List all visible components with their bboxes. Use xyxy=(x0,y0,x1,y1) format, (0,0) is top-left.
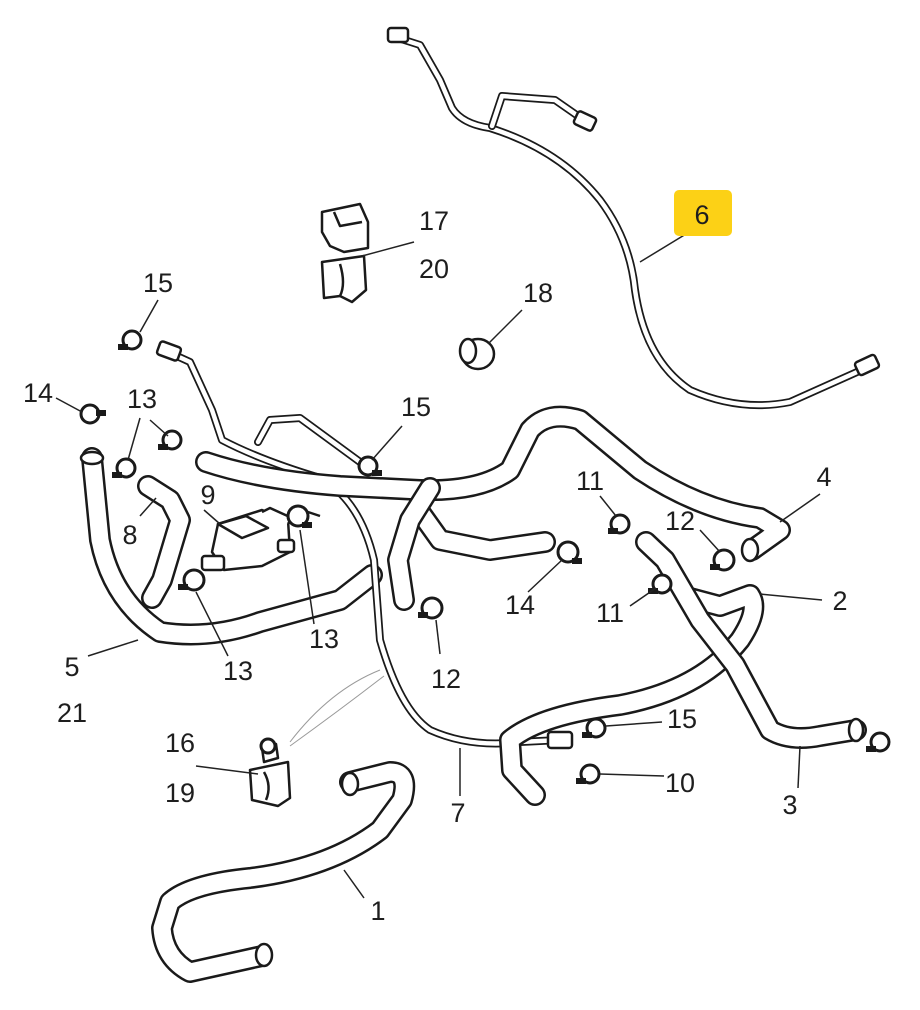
callout-11-lower[interactable]: 11 xyxy=(596,598,624,628)
callout-10[interactable]: 10 xyxy=(665,768,695,798)
clamp-15c[interactable] xyxy=(582,717,607,739)
callout-14-middle[interactable]: 14 xyxy=(505,590,535,620)
callout-16[interactable]: 16 xyxy=(165,728,195,758)
callout-13-lower[interactable]: 13 xyxy=(223,656,253,686)
part-3-hose[interactable] xyxy=(635,531,867,749)
callout-1[interactable]: 1 xyxy=(370,896,385,926)
callout-13-middle[interactable]: 13 xyxy=(309,624,339,654)
clamp-12a[interactable] xyxy=(418,596,444,620)
callout-7[interactable]: 7 xyxy=(450,798,465,828)
callout-6[interactable]: 6 xyxy=(694,200,709,230)
callout-15-middle[interactable]: 15 xyxy=(401,392,431,422)
callout-4[interactable]: 4 xyxy=(816,462,831,492)
callout-9[interactable]: 9 xyxy=(200,480,215,510)
callout-3[interactable]: 3 xyxy=(782,790,797,820)
part-17-20-clip[interactable] xyxy=(320,202,370,304)
hose-clamps xyxy=(79,329,891,785)
clamp-14b[interactable] xyxy=(556,540,582,564)
callout-15-left[interactable]: 15 xyxy=(143,268,173,298)
clamp-13d[interactable] xyxy=(286,504,312,528)
clamp-3[interactable] xyxy=(866,731,891,753)
part-9-valve[interactable] xyxy=(200,506,321,572)
clamp-13a[interactable] xyxy=(112,457,137,479)
clamp-15b[interactable] xyxy=(357,455,382,477)
callout-20[interactable]: 20 xyxy=(419,254,449,284)
callout-15-lower[interactable]: 15 xyxy=(667,704,697,734)
callout-11-upper[interactable]: 11 xyxy=(576,466,604,496)
callout-12-lower[interactable]: 12 xyxy=(431,664,461,694)
callout-19[interactable]: 19 xyxy=(165,778,195,808)
callout-2[interactable]: 2 xyxy=(832,586,847,616)
clamp-14a[interactable] xyxy=(79,403,106,425)
callout-12-right[interactable]: 12 xyxy=(665,506,695,536)
leader-lines xyxy=(55,233,823,899)
callout-13-upper[interactable]: 13 xyxy=(127,384,157,414)
callout-labels: 1 2 3 4 5 6 7 8 9 10 11 11 12 12 13 13 1… xyxy=(23,200,848,926)
callout-5[interactable]: 5 xyxy=(64,652,79,682)
part-4-hose[interactable] xyxy=(195,405,791,563)
clamp-10[interactable] xyxy=(576,763,601,785)
callout-14-left[interactable]: 14 xyxy=(23,378,53,408)
clamp-15a[interactable] xyxy=(118,329,143,351)
callout-21[interactable]: 21 xyxy=(57,698,87,728)
clamp-16[interactable] xyxy=(259,737,277,755)
part-18-grommet[interactable] xyxy=(458,337,496,371)
part-7-tube[interactable] xyxy=(155,340,574,750)
callout-8[interactable]: 8 xyxy=(122,520,137,550)
callout-18[interactable]: 18 xyxy=(523,278,553,308)
part-1-hose[interactable] xyxy=(151,761,416,983)
clamp-11b[interactable] xyxy=(648,573,673,595)
clamp-13c[interactable] xyxy=(178,568,206,592)
part-6-vacuum-tube[interactable] xyxy=(386,26,881,410)
clamp-11a[interactable] xyxy=(608,513,631,535)
clamp-12b[interactable] xyxy=(710,548,736,572)
callout-17[interactable]: 17 xyxy=(419,206,449,236)
part-8-hose[interactable] xyxy=(137,475,191,609)
part-2-hose[interactable] xyxy=(499,584,765,806)
part-5-hose[interactable] xyxy=(79,447,383,646)
middle-hose[interactable] xyxy=(387,477,556,611)
callout-6-highlight xyxy=(674,190,732,236)
clamp-13b[interactable] xyxy=(158,429,183,451)
